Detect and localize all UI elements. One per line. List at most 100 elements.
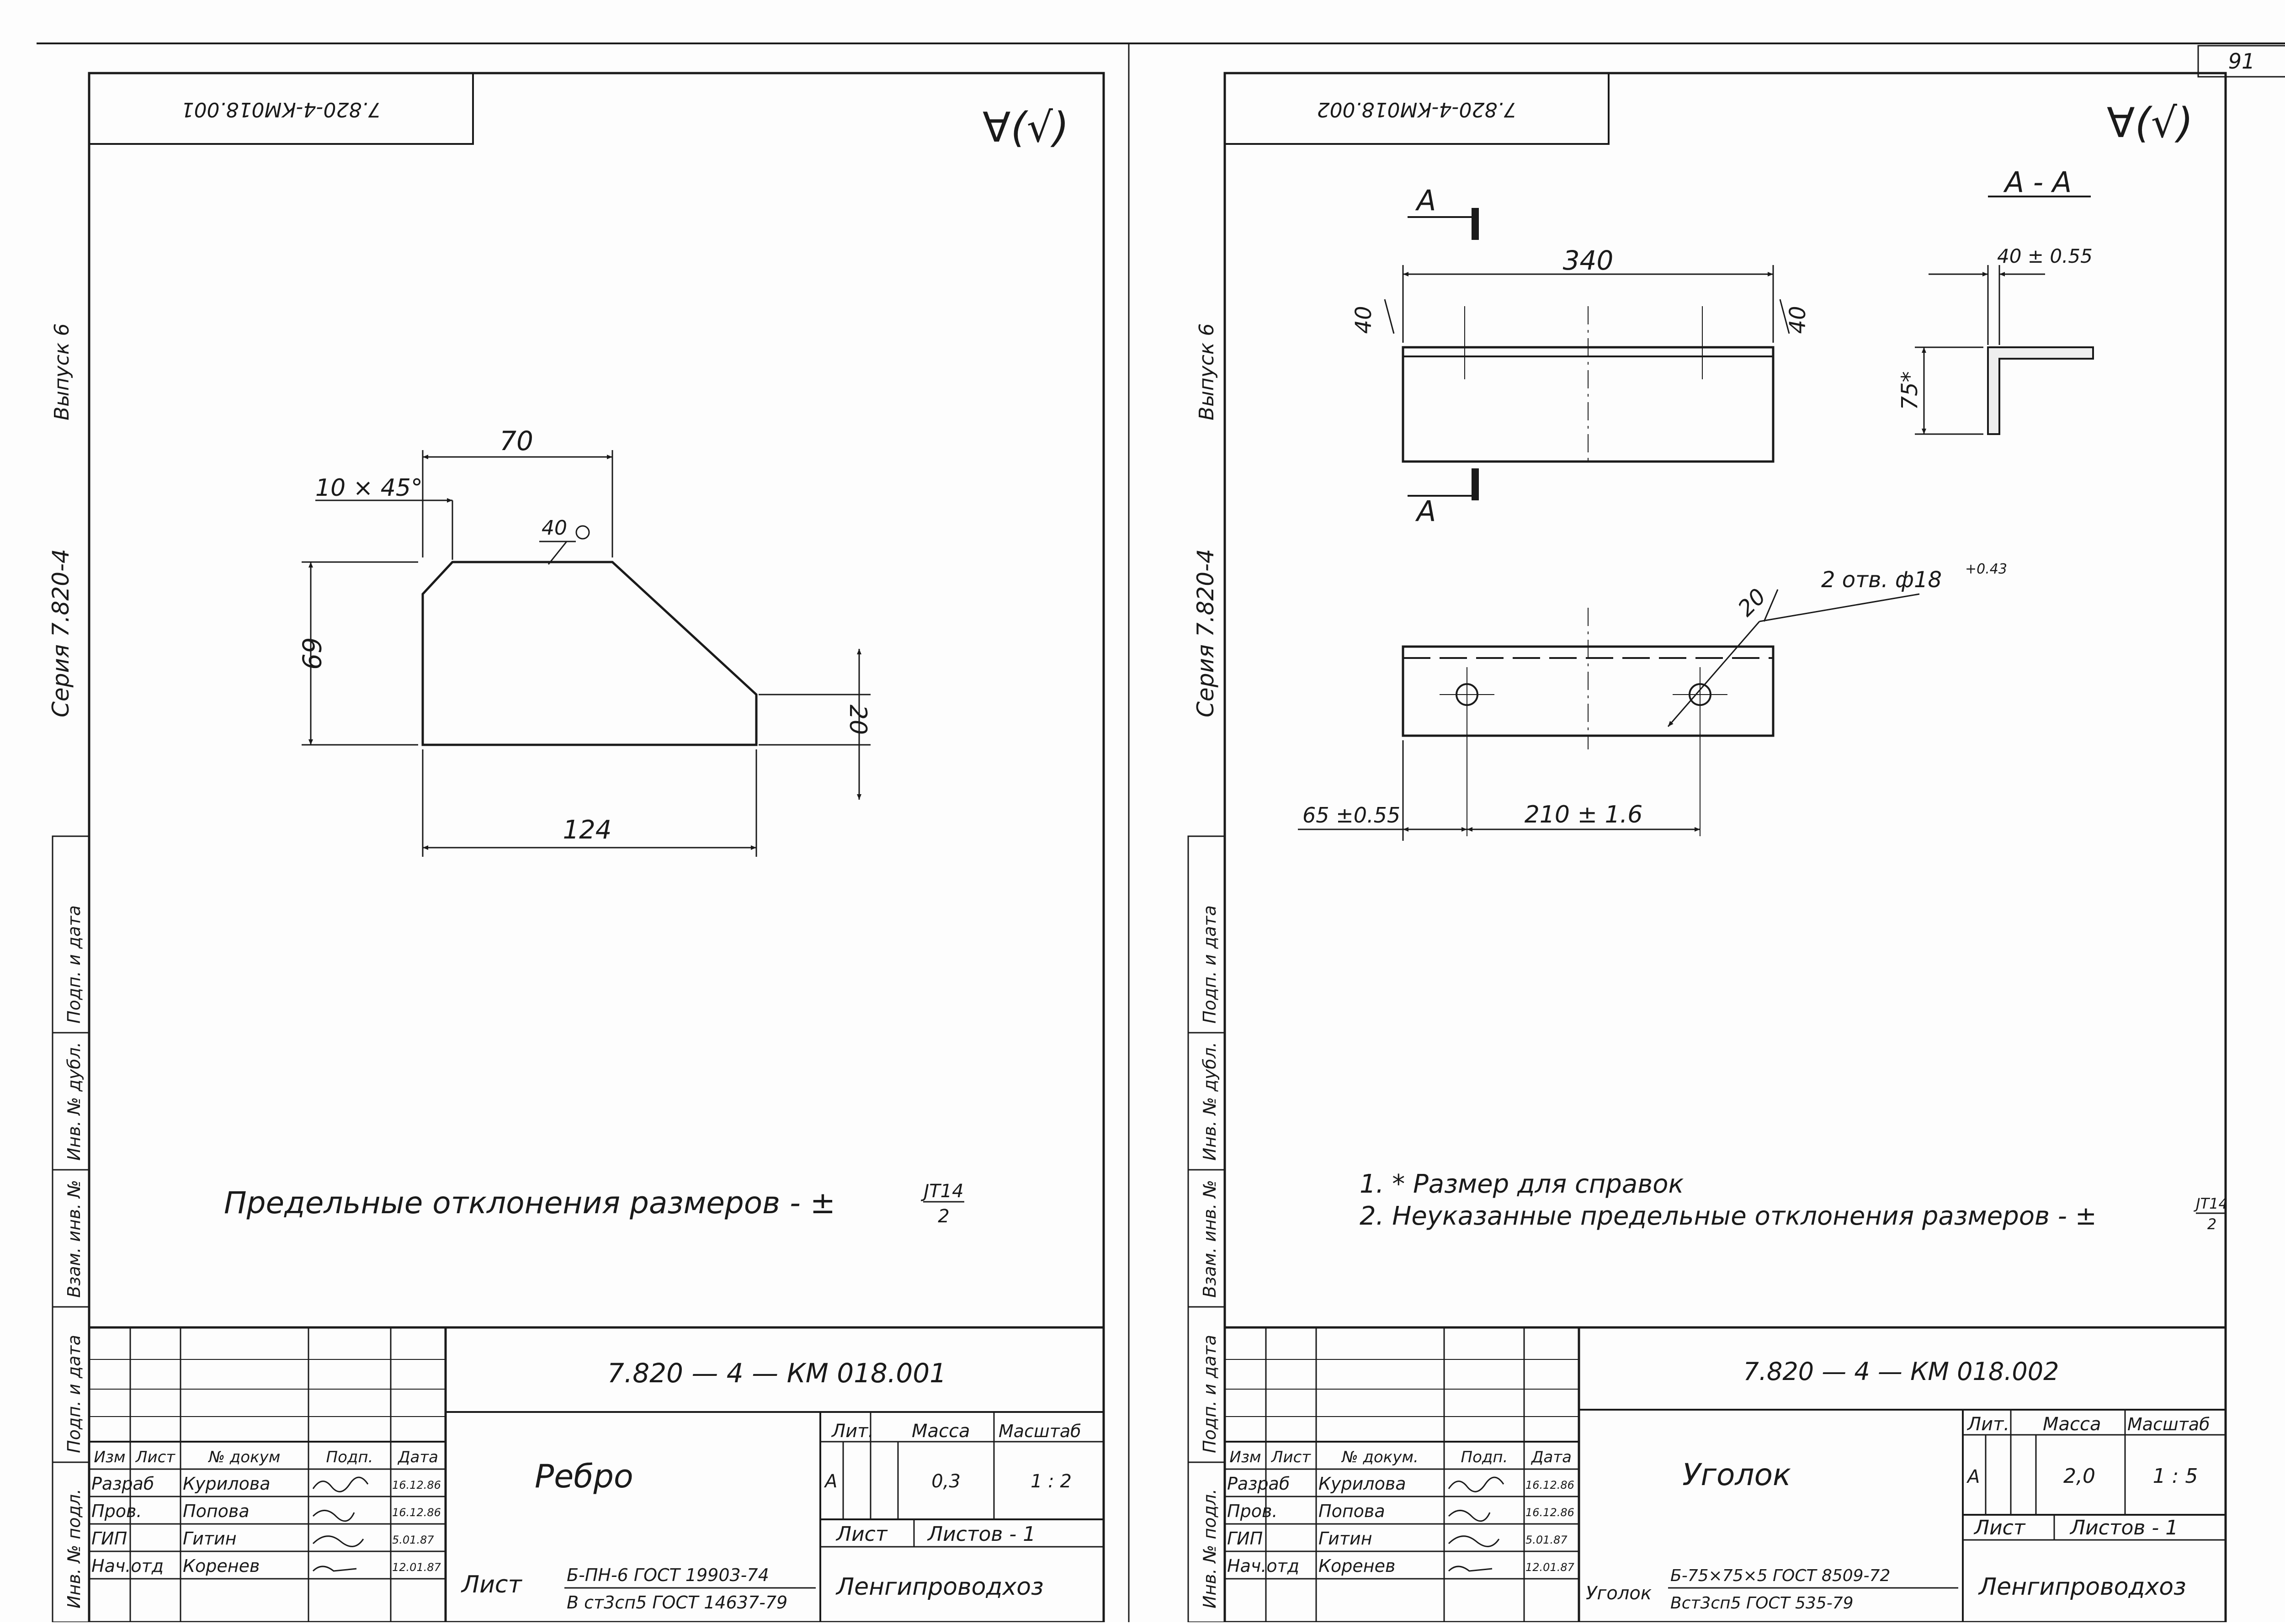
left-tb-name: Ребро: [535, 1458, 633, 1495]
right-roughness-symbol: ∀(√): [2107, 99, 2193, 147]
right-mass-value: 2,0: [2063, 1465, 2095, 1488]
left-margin-label-2: Взам. инв. №: [64, 1180, 84, 1298]
right-row-1-name: Попова: [1318, 1501, 1385, 1521]
left-row-2-date: 5.01.87: [392, 1534, 434, 1546]
left-margin-label-1: Подп. и дата: [64, 1335, 84, 1453]
left-row-3-name: Коренев: [183, 1556, 260, 1576]
left-row-0-role: Разраб: [91, 1474, 154, 1494]
right-lit-value: А: [1966, 1466, 1980, 1487]
left-tb-code: 7.820 — 4 — КМ 018.001: [607, 1358, 946, 1389]
right-title-block: [1225, 1326, 2226, 1622]
page-number: 91: [2228, 49, 2255, 74]
left-signature-3: [312, 1566, 357, 1572]
right-margin-label-0: Инв. № подл.: [1200, 1489, 1220, 1608]
right-row-2-name: Гитин: [1318, 1528, 1372, 1549]
left-margin-label-0: Инв. № подл.: [64, 1489, 84, 1608]
right-frame: [1223, 72, 2227, 1624]
right-code-rotated: 7.820-4-КМ018.002: [1317, 98, 1517, 121]
right-row-1-date: 16.12.86: [1525, 1506, 1574, 1519]
right-tb-code: 7.820 — 4 — КМ 018.002: [1743, 1357, 2059, 1386]
dim-hole-leg: 20: [1733, 584, 1771, 621]
dim-bottom: 124: [563, 815, 612, 845]
left-note-frac-num: JT14: [920, 1181, 963, 1202]
right-signature-2: [1448, 1535, 1500, 1547]
right-note-2: 2. Неуказанные предельные отклонения раз…: [1360, 1201, 2097, 1231]
left-col-doc: № докум: [208, 1448, 281, 1466]
right-col-doc: № докум.: [1341, 1448, 1419, 1466]
rib-outline: [421, 561, 758, 746]
right-signature-0: [1448, 1476, 1504, 1492]
left-material-line2: В ст3сп5 ГОСТ 14637-79: [567, 1592, 787, 1613]
cut-label-bottom: А: [1415, 494, 1436, 528]
right-signature-3: [1448, 1566, 1493, 1572]
angle-plan-view: [1402, 645, 1775, 737]
section-label: А - А: [2003, 165, 2072, 199]
right-mass-label: Масса: [2043, 1414, 2101, 1435]
left-signature-1: [312, 1510, 355, 1522]
right-code-box: [1224, 72, 1610, 145]
right-row-0-name: Курилова: [1318, 1474, 1406, 1494]
dim-holes-tol: +0.43: [1965, 561, 2007, 577]
left-margin-label-4: Подп. и дата: [64, 905, 84, 1024]
left-col-list: Лист: [135, 1448, 175, 1466]
left-note-frac-den: 2: [938, 1206, 949, 1227]
dim-section-height: 75*: [1897, 371, 1923, 410]
left-roughness-symbol: ∀(√): [983, 104, 1069, 152]
dim-holes: 2 отв. ф18: [1821, 567, 1942, 593]
left-col-izm: Изм: [94, 1448, 125, 1466]
left-note: Предельные отклонения размеров - ±: [224, 1185, 835, 1221]
dim-chamfer: 10 × 45°: [315, 474, 423, 502]
left-row-3-role: Нач.отд: [91, 1556, 164, 1576]
right-row-3-date: 12.01.87: [1525, 1561, 1575, 1574]
right-col-date: Дата: [1530, 1448, 1572, 1466]
left-mass-value: 0,3: [931, 1471, 961, 1492]
left-material-line1: Б-ПН-6 ГОСТ 19903-74: [567, 1565, 769, 1585]
right-note-1: 1. * Размер для справок: [1360, 1169, 1684, 1199]
left-row-1-role: Пров.: [91, 1501, 142, 1521]
cut-label-top: А: [1415, 184, 1436, 217]
left-signature-0: [312, 1476, 369, 1492]
left-mass-label: Масса: [912, 1421, 970, 1442]
left-row-2-name: Гитин: [183, 1528, 237, 1549]
right-scale-value: 1 : 5: [2153, 1465, 2198, 1488]
left-sheets-label: Листов - 1: [927, 1523, 1036, 1546]
left-margin-label-3: Инв. № дубл.: [64, 1042, 84, 1161]
left-signature-2: [312, 1535, 364, 1547]
dim-pitch: 210 ± 1.6: [1525, 801, 1643, 828]
right-material-prefix: Уголок: [1586, 1583, 1652, 1604]
right-row-2-date: 5.01.87: [1525, 1534, 1568, 1546]
left-title-block: [89, 1326, 1104, 1622]
right-sheet-label: Лист: [1973, 1516, 2026, 1539]
left-org: Ленгипроводхоз: [835, 1573, 1044, 1601]
left-row-1-date: 16.12.86: [392, 1506, 441, 1519]
left-sheet: 7.820-4-КМ018.001 ∀(√) Серия 7.820-4 Вып…: [48, 72, 1105, 1624]
left-scale-label: Масштаб: [999, 1421, 1081, 1441]
right-signature-1: [1448, 1510, 1491, 1522]
left-row-3-date: 12.01.87: [392, 1561, 441, 1574]
left-lit-value: А: [824, 1471, 837, 1492]
right-org: Ленгипроводхоз: [1978, 1573, 2186, 1601]
right-issue-label: Выпуск 6: [1195, 324, 1218, 420]
left-sheet-label: Лист: [835, 1523, 888, 1546]
dim-left-leg: 40: [1351, 306, 1376, 334]
left-col-date: Дата: [397, 1448, 438, 1466]
right-margin-label-1: Подп. и дата: [1200, 1335, 1220, 1453]
right-margin-label-4: Подп. и дата: [1200, 905, 1220, 1024]
left-scale-value: 1 : 2: [1031, 1471, 1072, 1492]
left-row-0-name: Курилова: [183, 1474, 271, 1494]
dim-leg: 40: [542, 516, 567, 540]
left-series-label: Серия 7.820-4: [48, 549, 74, 717]
right-row-3-role: Нач.отд: [1227, 1556, 1299, 1576]
right-row-2-role: ГИП: [1227, 1528, 1263, 1549]
right-col-list: Лист: [1270, 1448, 1311, 1466]
right-sheets-label: Листов - 1: [2069, 1516, 2178, 1539]
dim-top: 70: [500, 425, 533, 456]
left-code-rotated: 7.820-4-КМ018.001: [181, 98, 381, 121]
right-col-sign: Подп.: [1461, 1448, 1508, 1466]
dim-offset: 65 ±0.55: [1302, 803, 1400, 828]
right-row-1-role: Пров.: [1227, 1501, 1277, 1521]
right-margin-label-3: Инв. № дубл.: [1200, 1042, 1220, 1161]
right-lit-label: Лит.: [1966, 1414, 2009, 1435]
right-margin-label-2: Взам. инв. №: [1200, 1180, 1220, 1298]
